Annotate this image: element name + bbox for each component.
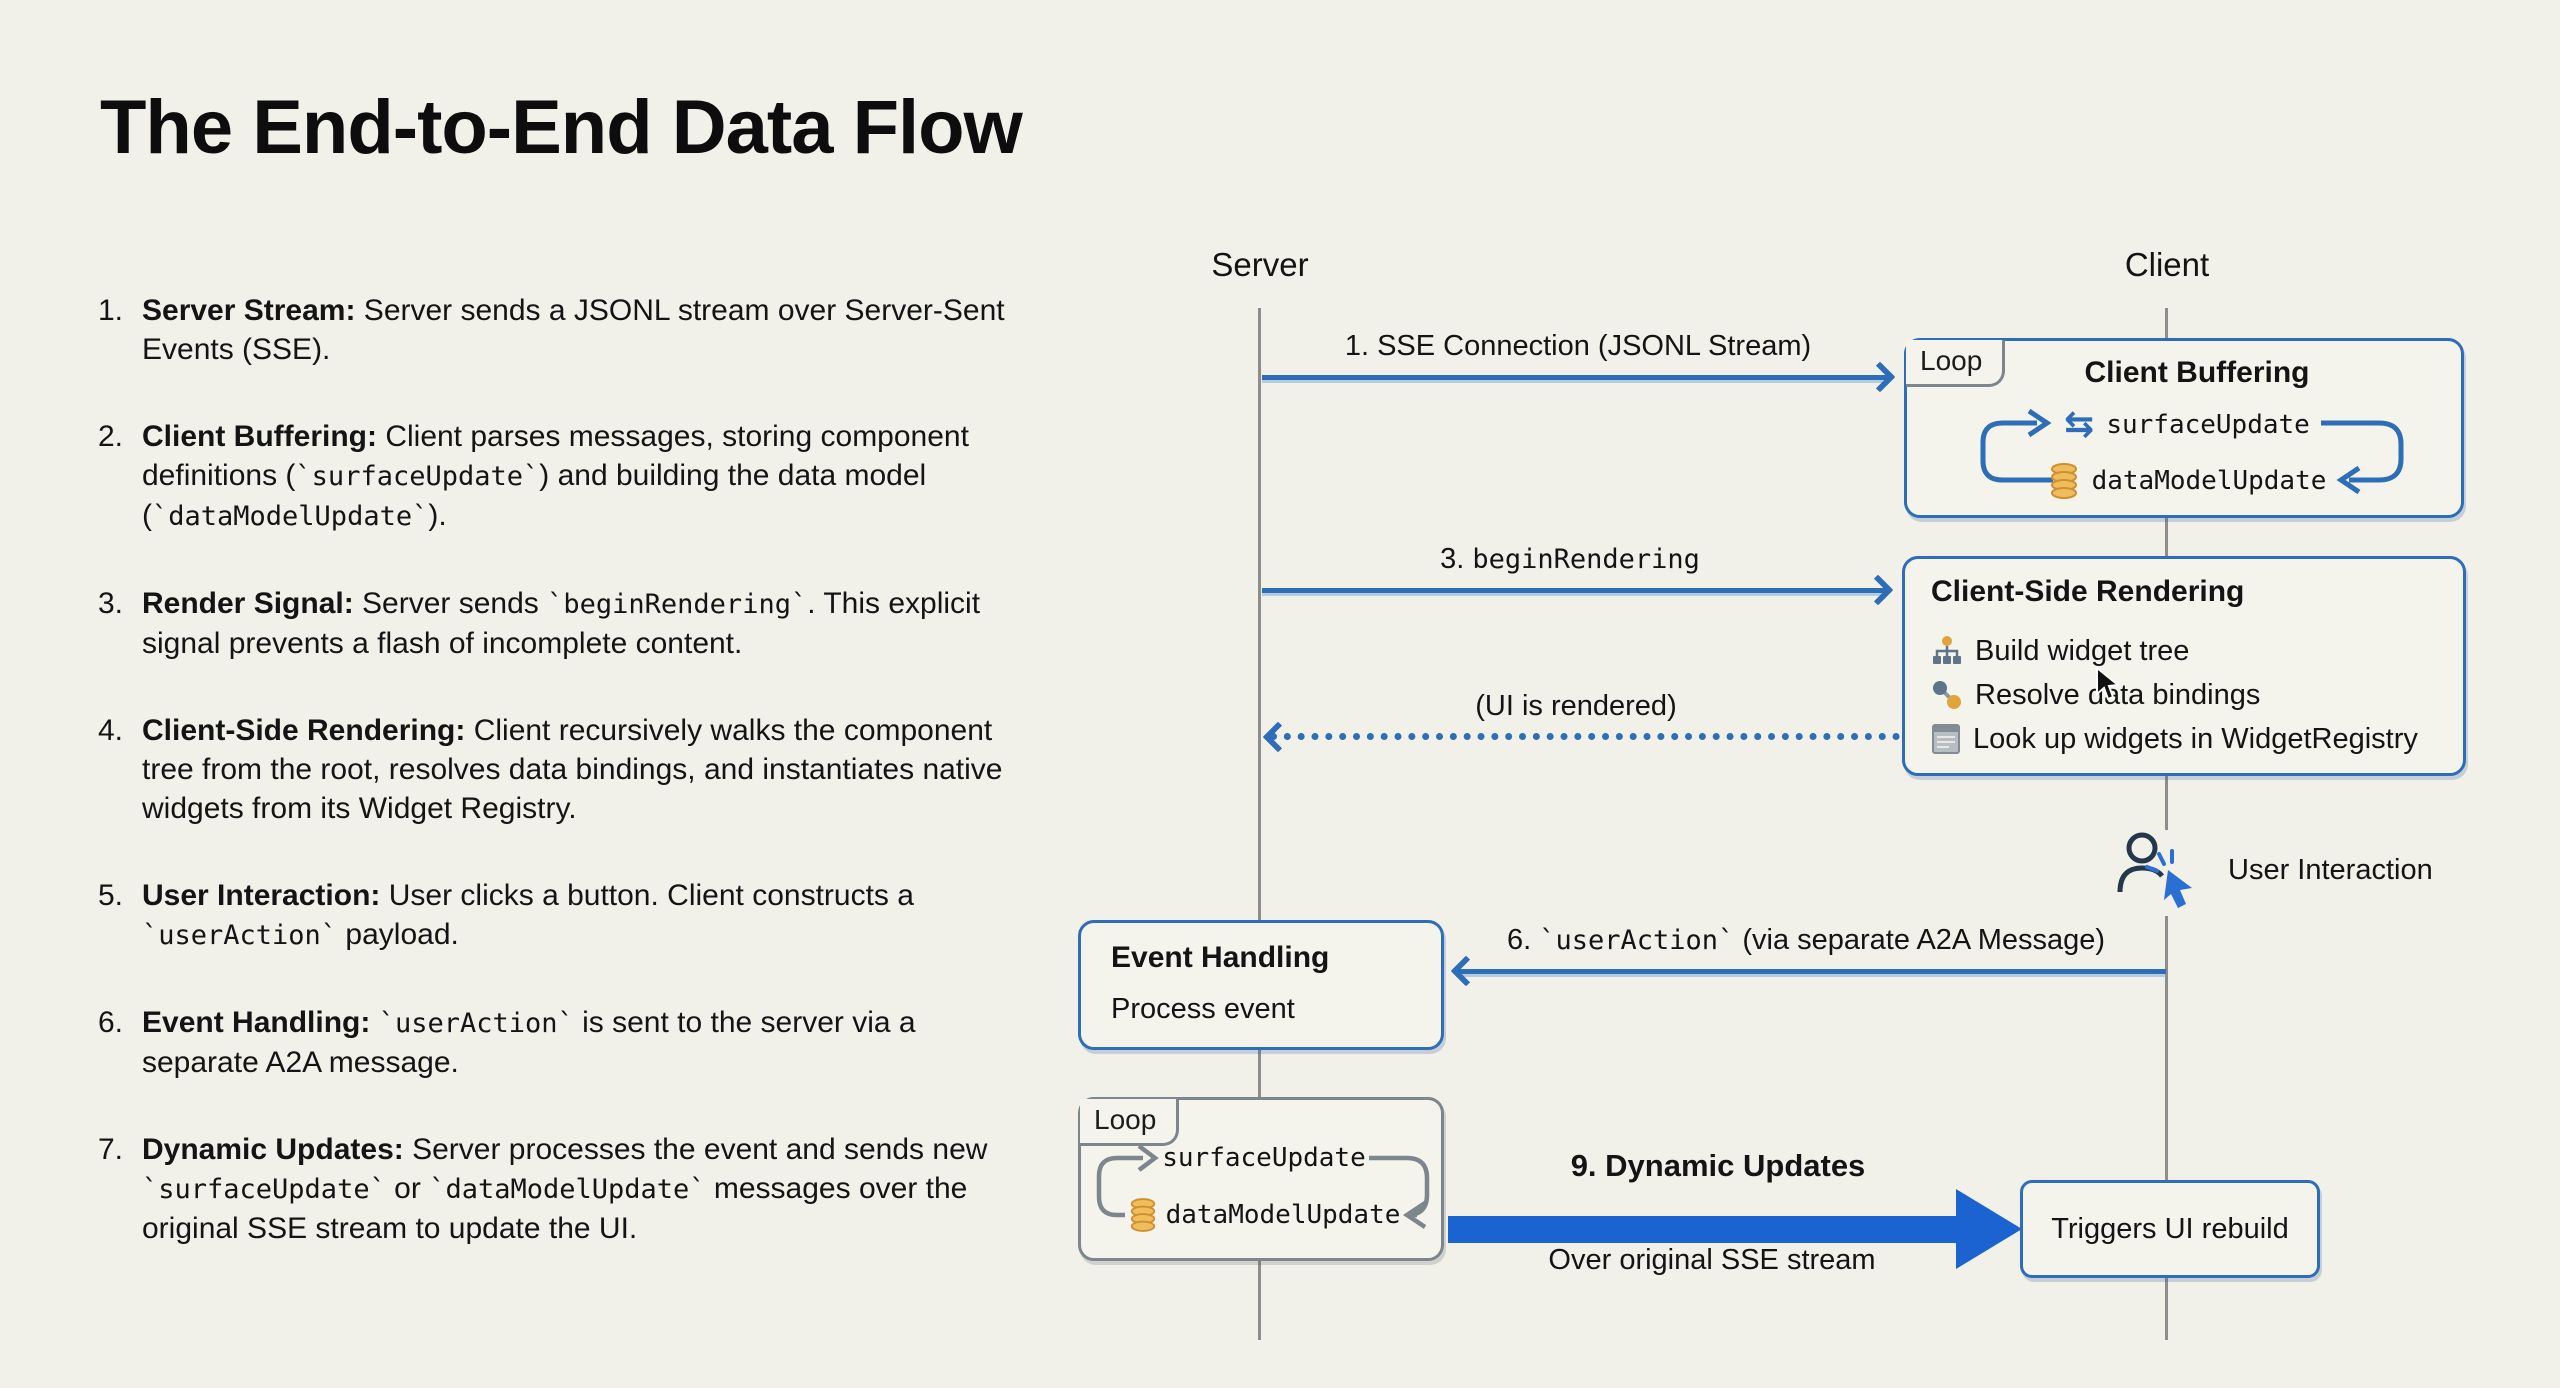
step-text: Render Signal: Server sends `beginRender… [142,587,981,660]
ui-rendered-dotted-line [1270,733,1900,740]
render-row-registry: Look up widgets in WidgetRegistry [1931,717,2418,761]
data-binding-link-icon [1933,681,1961,709]
mouse-cursor-icon [2096,666,2121,701]
loop-row-surface: surfaceUpdate [1081,1136,1447,1180]
step-number: 7. [98,1133,124,1166]
ui-rendered-head-icon [1262,721,1294,753]
step-item: 7. Dynamic Updates: Server processes the … [98,1130,1028,1248]
step-text: Event Handling: `userAction` is sent to … [142,1006,916,1079]
render-item-label: Look up widgets in WidgetRegistry [1973,722,2418,755]
server-loop-arrows [1096,1144,1430,1229]
arrow3-label: 3. beginRendering [1440,543,1700,575]
step-text: User Interaction: User clicks a button. … [142,879,914,951]
buffer-loop-arrows [1980,408,2404,495]
step-item: 3. Render Signal: Server sends `beginRend… [98,584,1028,663]
client-lifeline [2165,308,2168,1340]
loop-row-datamodel: dataModelUpdate [1081,1193,1447,1237]
arrow9-label: 9. Dynamic Updates [1570,1148,1866,1183]
triggers-ui-rebuild-box: Triggers UI rebuild [2020,1180,2320,1278]
event-handling-subtitle: Process event [1111,993,1295,1025]
database-icon [2050,463,2077,499]
datamodel-update-label: dataModelUpdate [2091,466,2327,496]
arrow9-band [1448,1216,1958,1243]
step-number: 6. [98,1006,124,1039]
client-side-rendering-title: Client-Side Rendering [1931,575,2245,608]
surface-update-label: surfaceUpdate [1162,1143,1366,1173]
swap-arrows-icon: ⇆ [2064,404,2095,445]
widget-tree-icon [1933,636,1961,664]
buffer-row-datamodel: dataModelUpdate [1907,459,2467,503]
step-item: 5. User Interaction: User clicks a button… [98,876,1028,955]
user-interaction-label: User Interaction [2228,854,2433,886]
arrow6-line [1456,969,2166,974]
step-number: 4. [98,714,124,747]
arrow3-line [1262,588,1886,593]
loop-tab: Loop [1906,340,2006,387]
render-item-label: Build widget tree [1975,634,2190,667]
arrow3-head-icon [1862,574,1894,606]
arrow6-label: 6. `userAction` (via separate A2A Messag… [1506,924,2106,956]
client-side-rendering-box: Client-Side Rendering Build widget tree [1902,556,2466,776]
step-item: 2. Client Buffering: Client parses messag… [98,417,1028,536]
step-number: 5. [98,879,124,912]
arrow9-head-icon [1956,1189,2022,1269]
surface-update-label: surfaceUpdate [2106,410,2310,440]
widget-registry-icon [1932,724,1960,754]
steps-list: 1. Server Stream: Server sends a JSONL st… [98,291,1028,1248]
loop-tab: Loop [1080,1099,1180,1146]
arrow1-label: 1. SSE Connection (JSONL Stream) [1344,330,1812,362]
arrow1-line [1262,375,1888,380]
arrow1-head-icon [1864,361,1896,393]
ui-rendered-label: (UI is rendered) [1475,690,1677,722]
step-text: Client Buffering: Client parses messages… [142,420,969,532]
step-number: 2. [98,420,124,453]
step-item: 6. Event Handling: `userAction` is sent t… [98,1003,1028,1082]
client-label: Client [2124,246,2210,283]
event-handling-box: Event Handling Process event [1078,920,1444,1050]
step-text: Dynamic Updates: Server processes the ev… [142,1133,988,1245]
user-interaction-icon [2112,830,2216,916]
client-buffering-title: Client Buffering [2084,356,2310,389]
database-icon [1130,1198,1155,1232]
server-lifeline [1258,308,1261,1340]
page-title: The End-to-End Data Flow [100,85,1023,170]
server-loop-box: Loop surfaceUpdate dataModelUpdate [1078,1097,1444,1261]
step-number: 1. [98,294,124,327]
render-row-tree: Build widget tree [1931,629,2189,673]
step-number: 3. [98,587,124,620]
step-item: 4. Client-Side Rendering: Client recursiv… [98,711,1028,828]
step-text: Client-Side Rendering: Client recursivel… [142,714,1003,825]
triggers-ui-rebuild-label: Triggers UI rebuild [2051,1212,2289,1245]
event-handling-title: Event Handling [1111,941,1330,974]
arrow6-head-icon [1450,955,1482,987]
step-item: 1. Server Stream: Server sends a JSONL st… [98,291,1028,369]
datamodel-update-label: dataModelUpdate [1165,1200,1401,1230]
buffer-row-surface: ⇆ surfaceUpdate [1907,403,2467,447]
server-label: Server [1211,246,1309,283]
step-text: Server Stream: Server sends a JSONL stre… [142,294,1005,366]
arrow9-subtitle: Over original SSE stream [1548,1244,1876,1276]
client-buffering-box: Loop Client Buffering ⇆ surfaceUpdate [1904,338,2464,518]
